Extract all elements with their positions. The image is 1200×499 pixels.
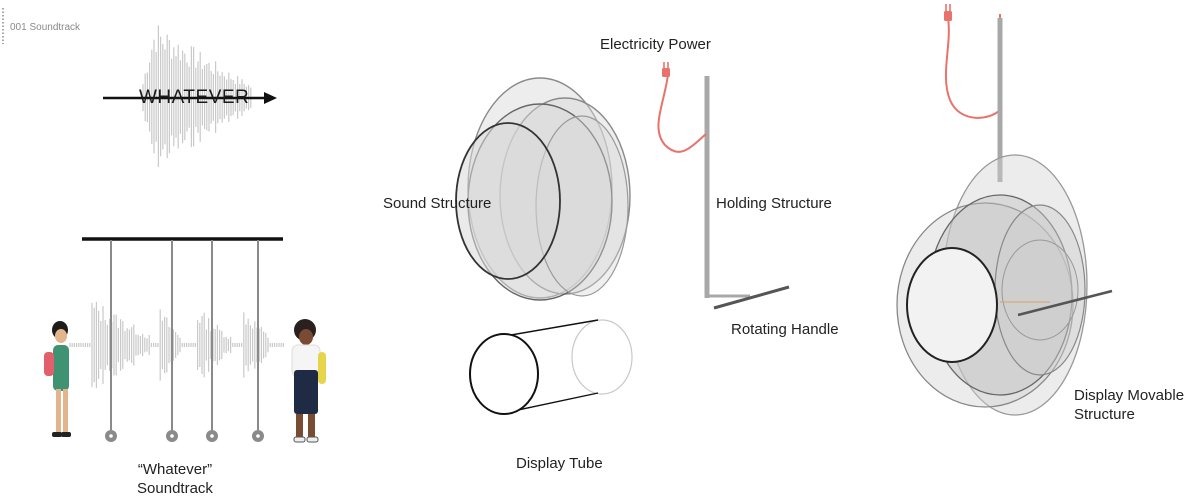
rod-weight-center <box>109 434 113 438</box>
display-movable-label-line2: Structure <box>1074 405 1135 423</box>
holding-structure <box>657 62 790 310</box>
soundtrack-caption-line1: “Whatever” <box>137 461 213 478</box>
waveform-arrow <box>103 92 277 104</box>
electricity-power-label: Electricity Power <box>600 36 711 53</box>
soundtrack-caption-line2: Soundtrack <box>137 479 213 497</box>
soundtrack-caption: “Whatever” Soundtrack <box>115 461 235 499</box>
person-left-figure <box>44 321 71 437</box>
rod-weight-center <box>210 434 214 438</box>
rod-weight-center <box>170 434 174 438</box>
display-tube-label: Display Tube <box>516 455 603 472</box>
rod-weight-center <box>256 434 260 438</box>
display-tube <box>469 319 633 415</box>
display-movable-structure <box>896 4 1113 416</box>
section-tag: 001 Soundtrack <box>10 22 81 33</box>
waveform-word: WHATEVER <box>139 87 250 108</box>
plug-icon <box>662 62 670 77</box>
holding-structure-label: Holding Structure <box>716 195 832 212</box>
sound-structure-label: Sound Structure <box>383 195 492 212</box>
display-movable-label-line1: Display Movable <box>1074 387 1185 404</box>
plug-icon-right <box>944 4 952 21</box>
display-movable-label: Display Movable Structure <box>1074 387 1184 425</box>
rotating-handle-label: Rotating Handle <box>731 321 839 338</box>
hanging-rods <box>105 240 264 442</box>
person-right-figure <box>291 319 326 443</box>
sound-structure-discs <box>455 77 631 301</box>
waveform-bottom <box>69 301 284 389</box>
